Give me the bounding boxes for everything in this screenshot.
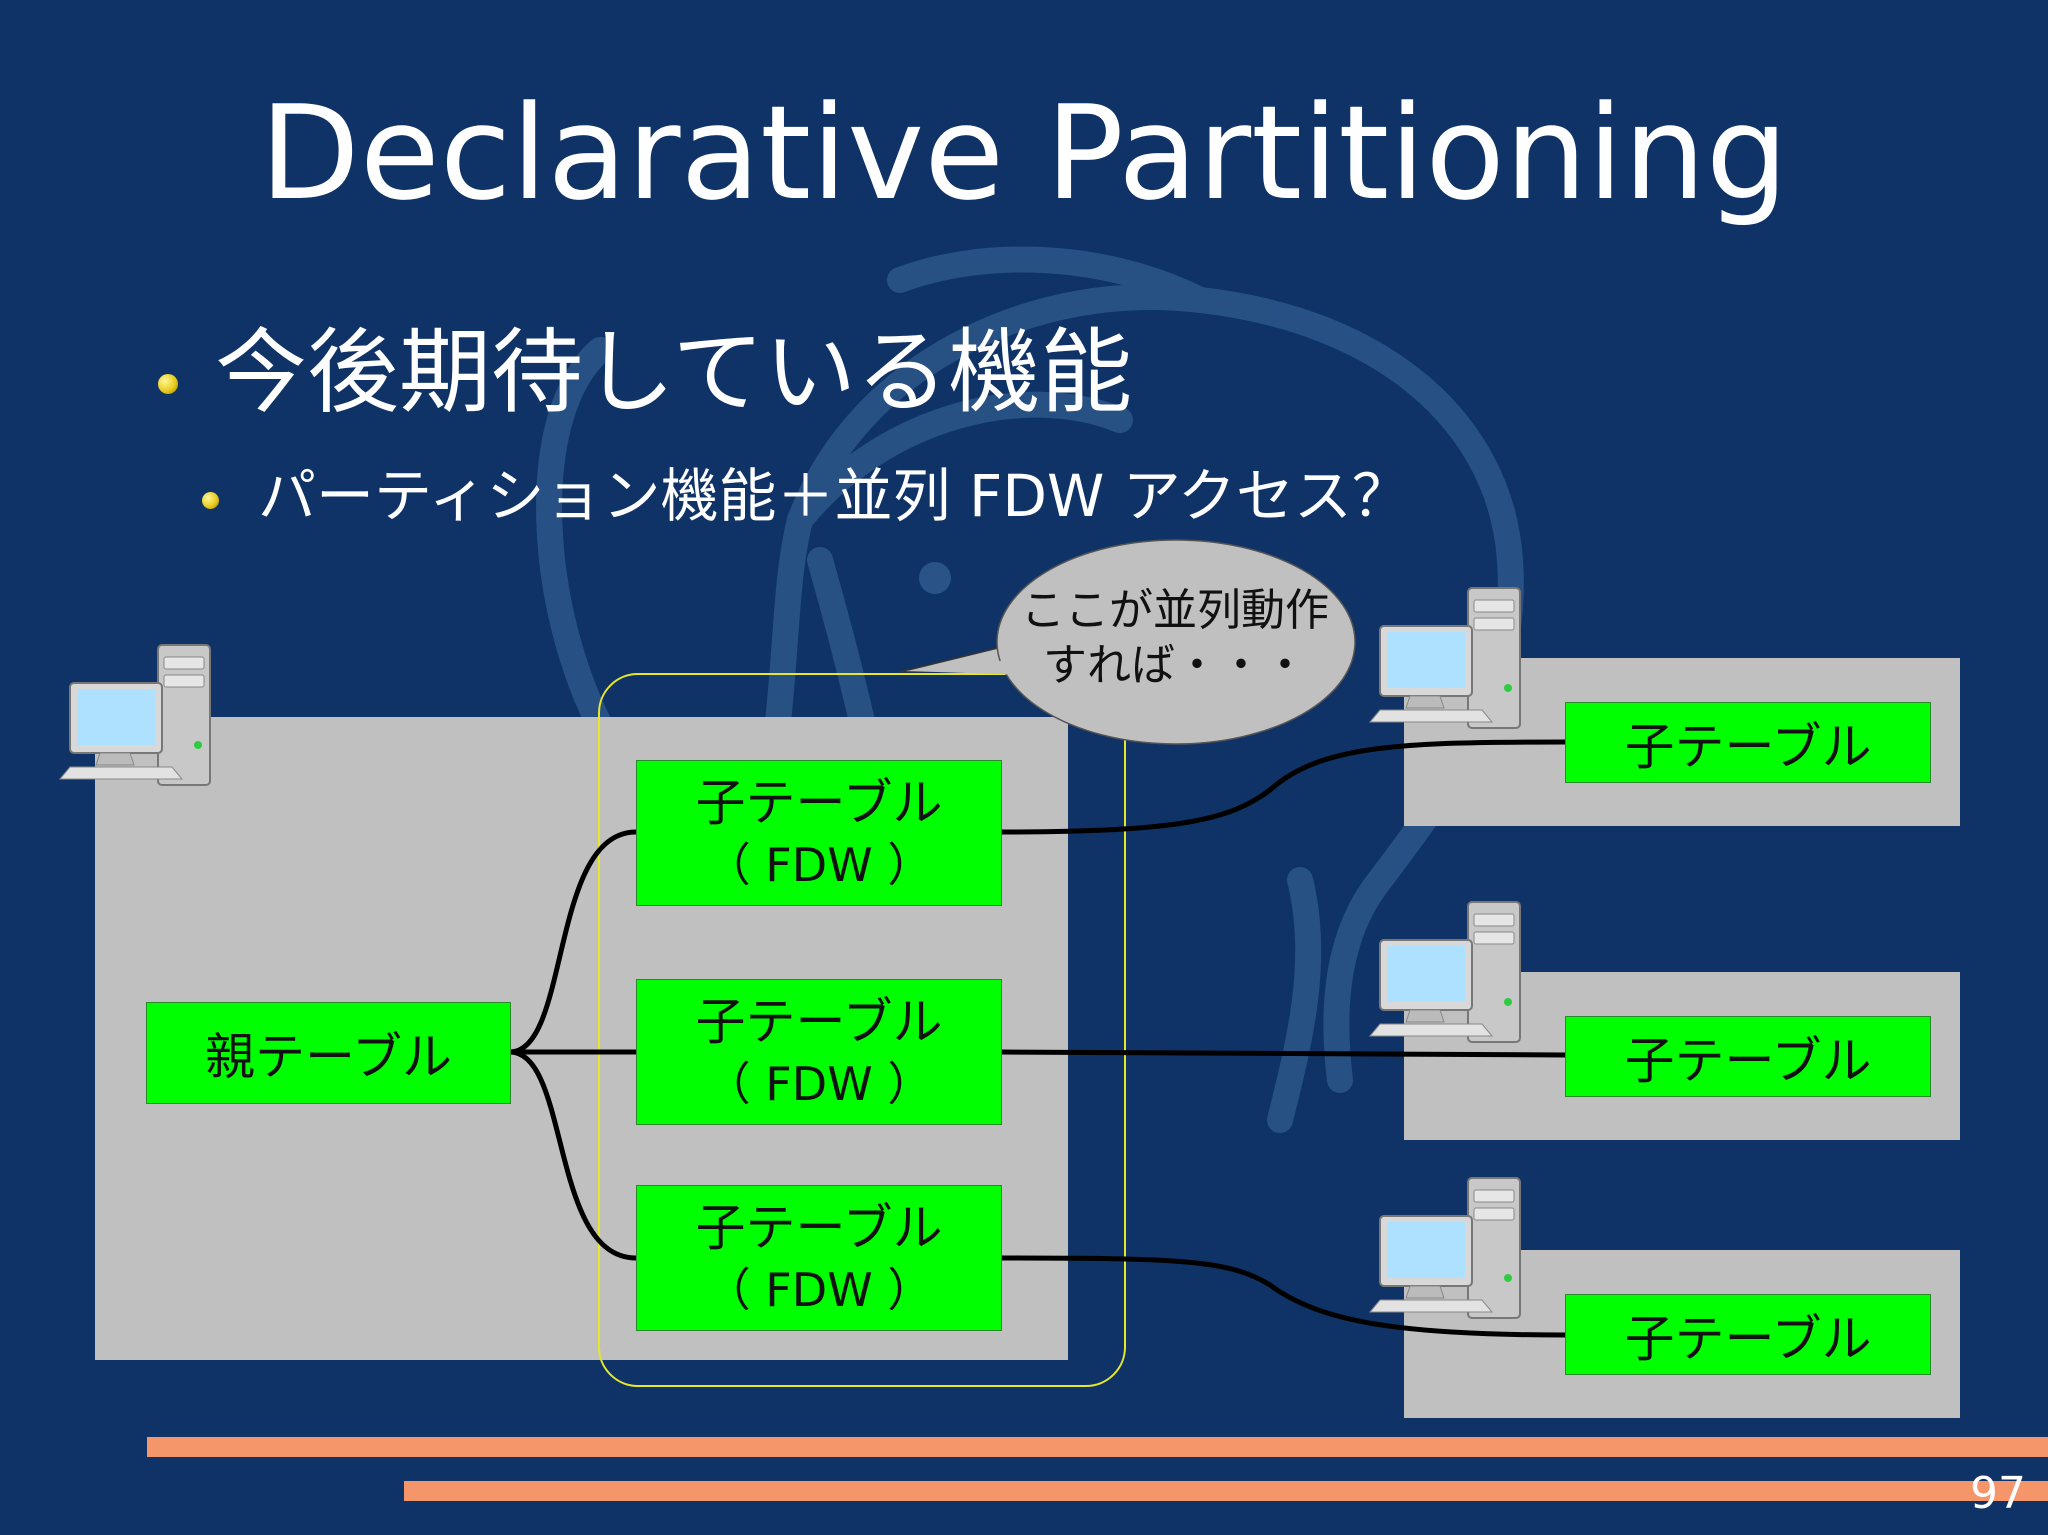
remote-child-table-1: 子テーブル	[1565, 702, 1931, 783]
fdw-child-table-sublabel: （ FDW ）	[704, 837, 934, 892]
remote-child-table-label: 子テーブル	[1624, 1031, 1872, 1090]
connector-parent-fdw3	[509, 1049, 637, 1261]
fdw-child-table-label: 子テーブル	[695, 773, 943, 832]
connector-fdw3-remote3	[1000, 1255, 1566, 1338]
footer-stripe-top	[147, 1437, 2048, 1457]
fdw-child-table-3: 子テーブル （ FDW ）	[636, 1185, 1002, 1331]
parallel-highlight-frame	[598, 673, 1126, 1387]
bullet-level2-text: パーティション機能＋並列 FDW アクセス？	[258, 462, 1410, 530]
fdw-child-table-label: 子テーブル	[695, 1198, 943, 1257]
speech-bubble	[899, 539, 1356, 745]
fdw-child-table-2: 子テーブル （ FDW ）	[636, 979, 1002, 1125]
page-number: 97	[1970, 1468, 2026, 1519]
fdw-child-table-1: 子テーブル （ FDW ）	[636, 760, 1002, 906]
callout-line1: ここが並列動作	[1021, 585, 1329, 636]
remote-child-table-2: 子テーブル	[1565, 1016, 1931, 1097]
bullet-dot-icon	[202, 492, 219, 509]
desktop-computer-icon	[1369, 1177, 1521, 1319]
parent-table-box: 親テーブル	[146, 1002, 511, 1104]
parent-table-label: 親テーブル	[205, 1028, 452, 1086]
connector-fdw2-remote2	[1000, 1049, 1566, 1058]
remote-child-table-3: 子テーブル	[1565, 1294, 1931, 1375]
callout-line2: すれば・・・	[1043, 640, 1307, 691]
remote-child-table-label: 子テーブル	[1624, 1309, 1872, 1368]
desktop-computer-icon	[1369, 587, 1521, 729]
slide-title: Declarative Partitioning	[259, 77, 1789, 229]
fdw-child-table-sublabel: （ FDW ）	[704, 1056, 934, 1111]
bullet-level1-text: 今後期待している機能	[215, 319, 1133, 426]
bullet-dot-icon	[158, 374, 178, 394]
fdw-child-table-sublabel: （ FDW ）	[704, 1262, 934, 1317]
connector-fdw1-remote1	[1000, 739, 1566, 835]
desktop-computer-icon	[1369, 901, 1521, 1043]
connector-parent-fdw1	[509, 829, 637, 1055]
remote-child-table-label: 子テーブル	[1624, 717, 1872, 776]
desktop-computer-icon	[59, 644, 211, 786]
footer-stripe-bottom	[404, 1481, 2048, 1501]
callout-text: ここが並列動作 すれば・・・	[1000, 583, 1350, 693]
fdw-child-table-label: 子テーブル	[695, 992, 943, 1051]
